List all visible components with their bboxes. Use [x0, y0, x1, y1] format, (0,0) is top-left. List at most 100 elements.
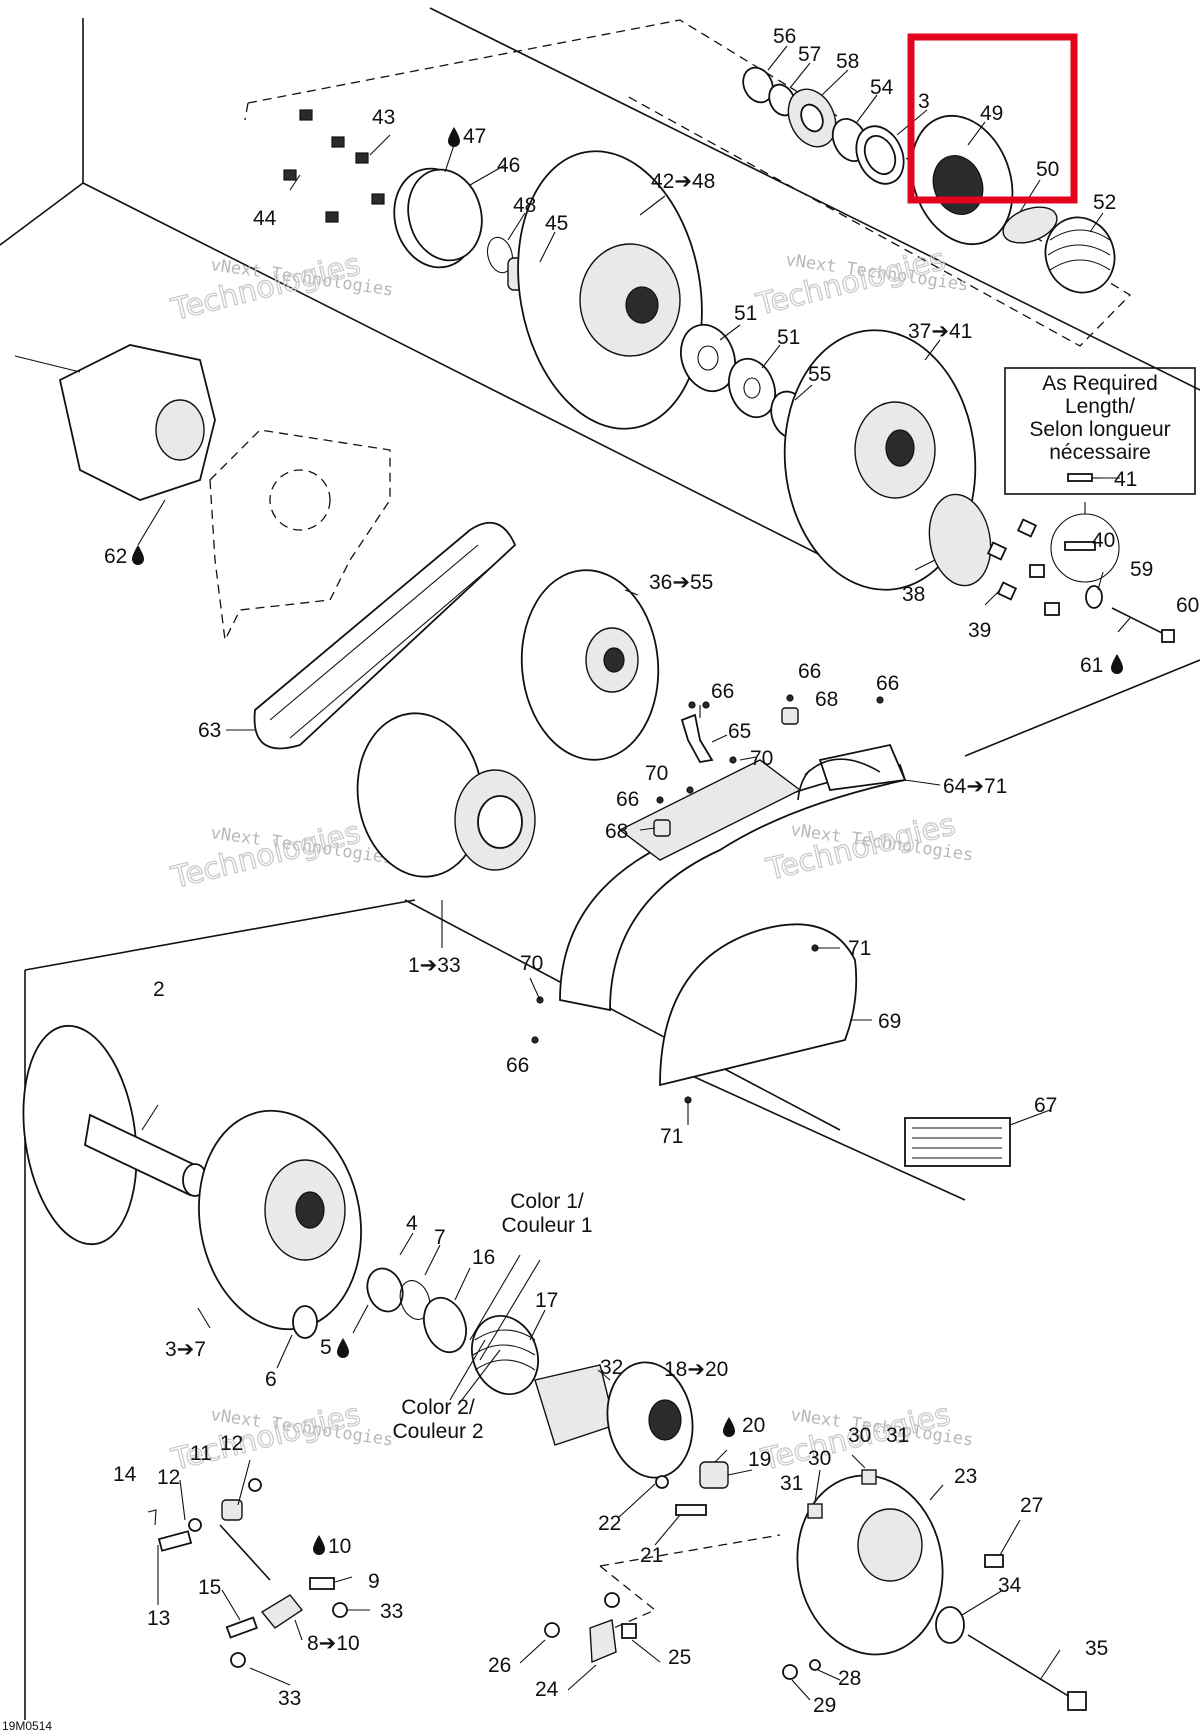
callout-70-c: 70 [520, 952, 543, 975]
callout-55-top: 55 [808, 363, 831, 386]
callout-66-e: 66 [506, 1054, 529, 1077]
callout-48: 48 [513, 194, 536, 217]
seal-16 [423, 1296, 467, 1354]
washer-56 [742, 66, 774, 104]
leader-lines [137, 45, 1131, 1701]
callout-68-b: 68 [605, 820, 628, 843]
callout-30-a: 30 [808, 1447, 831, 1470]
callout-62: 62 [104, 545, 127, 568]
screws-43-44 [283, 109, 385, 223]
callout-51-b: 51 [777, 326, 800, 349]
callout-71-b: 71 [660, 1125, 683, 1148]
slider-50 [1002, 206, 1058, 244]
callout-7: 7 [434, 1226, 446, 1249]
lever-parts-8-15 [147, 1478, 348, 1668]
callout-15: 15 [198, 1576, 221, 1599]
drop-icon [313, 1535, 325, 1555]
callout-45: 45 [545, 212, 568, 235]
callout-2: 2 [153, 978, 165, 1001]
callout-6: 6 [265, 1368, 277, 1391]
callout-39: 39 [968, 619, 991, 642]
callout-29: 29 [813, 1694, 836, 1717]
bearing-3 [855, 125, 905, 185]
callout-64-71: 64➔71 [943, 775, 1007, 798]
belt-63 [253, 521, 517, 750]
color-1-note: Color 1/ Couleur 1 [501, 1190, 592, 1237]
o-ring-4 [366, 1267, 404, 1313]
bracket-65 [680, 713, 714, 763]
note-line-3: Selon longueur [1029, 418, 1170, 441]
callout-59: 59 [1130, 558, 1153, 581]
callout-69: 69 [878, 1010, 901, 1033]
ring-46 [393, 167, 483, 269]
callout-25: 25 [668, 1646, 691, 1669]
callout-17: 17 [535, 1289, 558, 1312]
callout-27: 27 [1020, 1494, 1043, 1517]
ring-7 [399, 1280, 431, 1320]
cover-38 [928, 493, 992, 587]
callout-60: 60 [1176, 594, 1199, 617]
svg-text:Couleur 1: Couleur 1 [501, 1214, 592, 1237]
callout-66-a: 66 [711, 680, 734, 703]
callout-8-10: 8➔10 [307, 1632, 360, 1655]
callout-68-a: 68 [815, 688, 838, 711]
callout-54: 54 [870, 76, 894, 99]
spring-52 [1044, 216, 1116, 294]
drop-icon [448, 127, 460, 147]
callout-66-b: 66 [798, 660, 821, 683]
guard-bracket-64 [797, 743, 907, 801]
callout-41: 41 [1114, 468, 1137, 491]
drive-pulley-1 [356, 712, 536, 878]
driven-pulley-37 [783, 329, 977, 591]
note-box-as-required: As Required Length/ Selon longueur néces… [1004, 367, 1196, 495]
svg-text:Technologies: Technologies [167, 1397, 363, 1478]
screw-27 [984, 1554, 1004, 1568]
callout-58: 58 [836, 50, 859, 73]
washers-51 [680, 323, 776, 419]
watermark-bottom-left: vNext Technologies Technologies [167, 1397, 395, 1479]
callout-1-33: 1➔33 [408, 954, 461, 977]
callout-35: 35 [1085, 1637, 1108, 1660]
drop-icon [723, 1417, 735, 1437]
rollers-30-31 [807, 1469, 877, 1519]
highlight-box [907, 33, 1078, 204]
nuts-39 [986, 518, 1060, 616]
watermark-mid-right: vNext Technologies Technologies [762, 807, 975, 889]
callout-5: 5 [320, 1336, 332, 1359]
callout-61: 61 [1080, 654, 1103, 677]
callout-34: 34 [998, 1574, 1022, 1597]
bolt-60 [1111, 607, 1175, 643]
callout-63: 63 [198, 719, 221, 742]
svg-text:Technologies: Technologies [752, 242, 948, 323]
washer-59 [1085, 585, 1103, 609]
warning-label-67 [904, 1117, 1011, 1167]
svg-text:Color 1/: Color 1/ [510, 1190, 584, 1213]
bolt-40-detail [1050, 502, 1120, 583]
washer-6 [292, 1305, 318, 1339]
callout-56: 56 [773, 25, 796, 48]
callout-26: 26 [488, 1654, 511, 1677]
callout-67: 67 [1034, 1094, 1057, 1117]
fixed-sheave-2 [22, 1024, 208, 1246]
callout-33-a: 33 [380, 1600, 403, 1623]
callout-37-41: 37➔41 [908, 320, 972, 343]
callout-66-d: 66 [616, 788, 639, 811]
callout-65: 65 [728, 720, 751, 743]
callout-21: 21 [640, 1544, 663, 1567]
drop-icon [337, 1338, 349, 1358]
svg-text:Color 2/: Color 2/ [401, 1396, 475, 1419]
governor-cup-18 [606, 1361, 694, 1479]
callout-12-a: 12 [157, 1466, 180, 1489]
callout-46: 46 [497, 154, 520, 177]
crankcase-62 [14, 344, 216, 501]
callout-10: 10 [328, 1535, 351, 1558]
cover-69 [659, 923, 858, 1087]
bushing-58 [787, 88, 837, 148]
note-line-4: nécessaire [1049, 441, 1151, 464]
callout-47: 47 [463, 125, 486, 148]
callout-3-7: 3➔7 [165, 1338, 206, 1361]
washer-34 [935, 1606, 965, 1644]
callout-52: 52 [1093, 191, 1116, 214]
svg-text:Technologies: Technologies [167, 815, 363, 896]
